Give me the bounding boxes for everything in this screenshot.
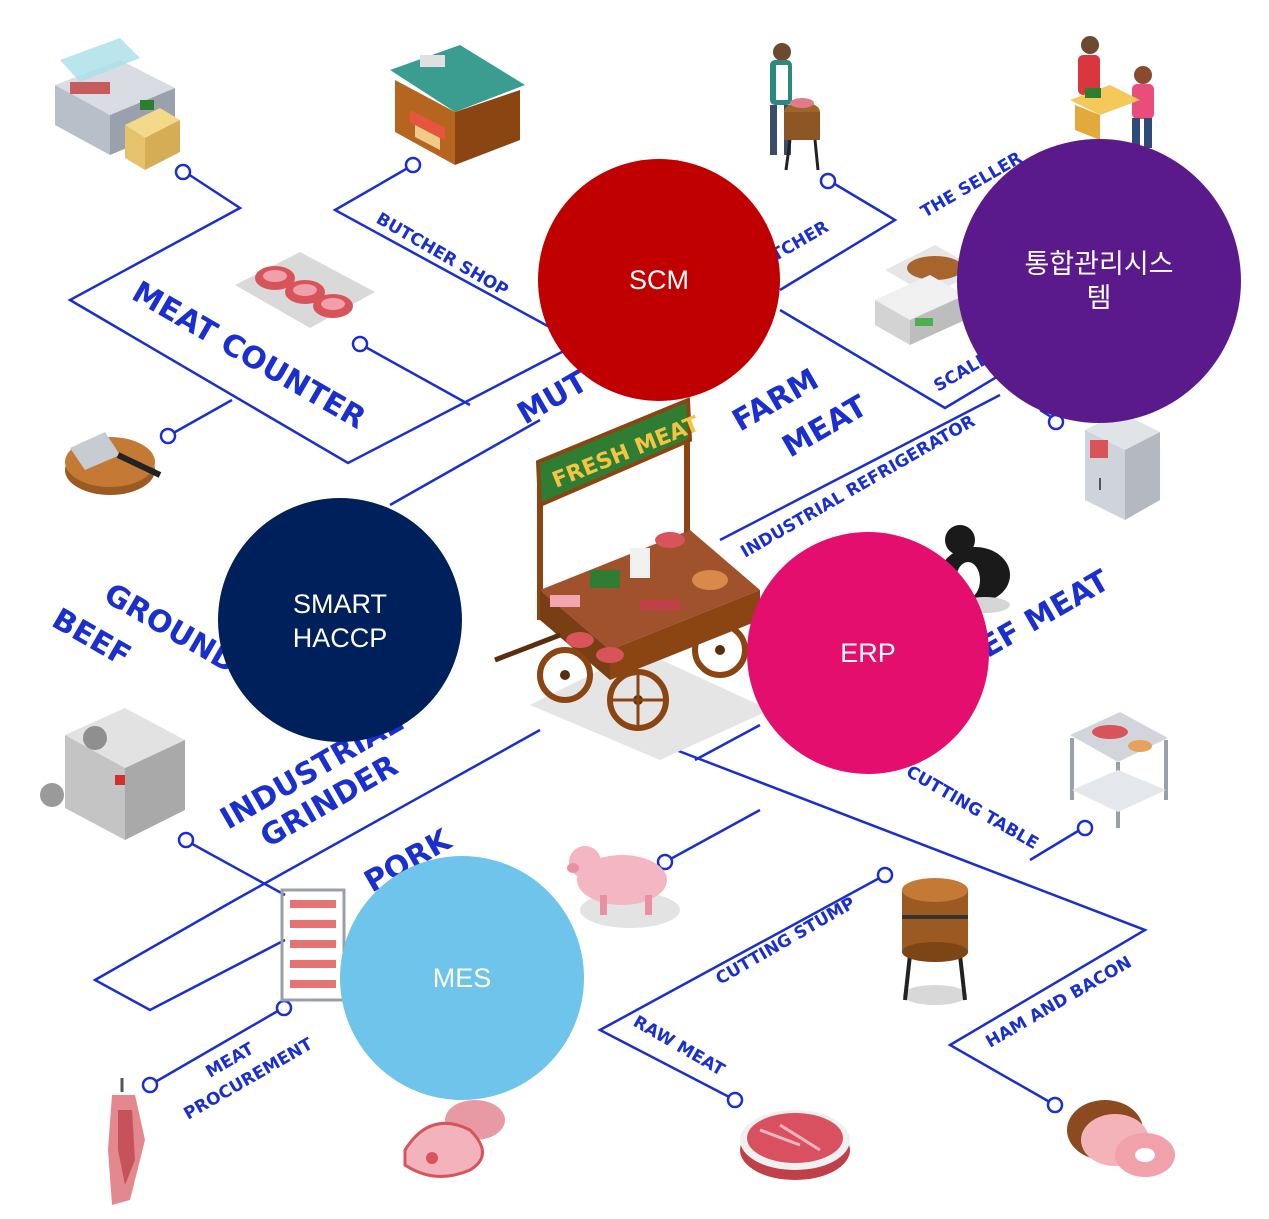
meat-rack-icon [280,888,346,1002]
ham-leg-icon [403,1100,505,1178]
butcher-person-icon [770,43,820,171]
smart-haccp-label-line2: HACCP [292,623,388,653]
refrigerator-icon [1085,412,1160,520]
erp-circle [747,532,989,774]
integrated-management-label-line1: 통합관리시스 [1024,249,1174,279]
cutting-stump-icon [902,878,968,1005]
carcass-icon [108,1078,145,1205]
system-circles [218,139,1241,1100]
erp-label: ERP [840,638,896,668]
cow-icon [940,525,1010,613]
smart-haccp-label: SMART HACCP [240,585,440,657]
smart-haccp-circle [218,498,462,742]
mes-circle [340,856,584,1100]
mes-label: MES [432,963,492,993]
integrated-management-circle [957,139,1241,423]
smart-haccp-label-line1: SMART [292,589,387,619]
scm-label: SCM [629,265,689,295]
seller-couple-icon [1070,36,1154,148]
meat-grinder-icon [40,708,185,840]
pig-icon [567,846,680,928]
connector-lines [67,163,1148,1107]
cutting-board-icon [65,432,162,495]
ham-slices-icon [1067,1100,1175,1177]
label-butcher-shop: BUTCHER SHOP [373,209,512,301]
meat-cart-icon [494,420,770,760]
integrated-management-label-line2: 템 [1086,283,1112,313]
fresh-meat-sign: FRESH MEAT [535,397,703,508]
integrated-management-label: 통합관리시스 템 [979,244,1219,318]
meat-display-case-icon [55,38,180,170]
label-ham-and-bacon: HAM AND BACON [983,953,1136,1053]
butcher-shop-icon [390,45,525,165]
meat-tray-icon [235,252,375,328]
weighing-scale-icon [875,245,980,345]
label-cutting-stump: CUTTING STUMP [713,893,859,989]
scm-circle [538,159,780,401]
cutting-table-icon [1070,712,1168,828]
connector-dots [141,156,1094,1114]
label-cutting-table: CUTTING TABLE [903,762,1042,854]
steak-icon [740,1110,850,1180]
